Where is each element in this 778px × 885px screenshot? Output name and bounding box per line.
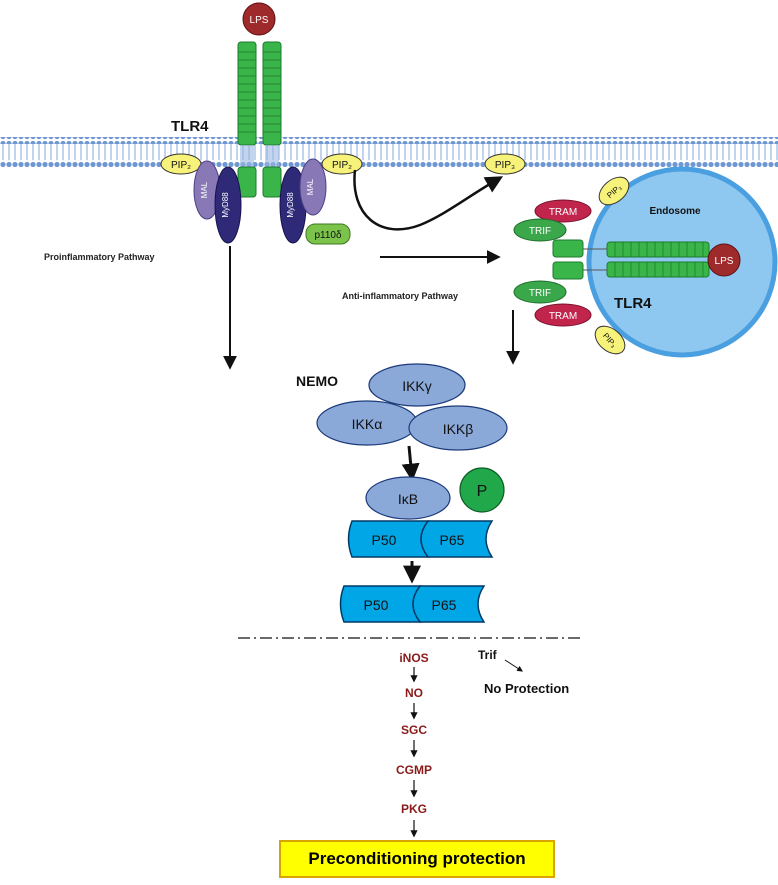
tlr4-label: TLR4 xyxy=(171,118,209,135)
preconditioning-protection-box: Preconditioning protection xyxy=(279,840,555,878)
pip3-bottom xyxy=(594,325,626,355)
ikk-beta-label: IKKβ xyxy=(443,421,474,437)
pip3-top xyxy=(598,176,630,206)
tlr4-receptor xyxy=(237,41,282,198)
myd88-right-label: MyD88 xyxy=(286,192,295,218)
no-protection-label: No Protection xyxy=(484,681,569,696)
antiinflammatory-label: Anti-inflammatory Pathway xyxy=(342,291,458,301)
sgc-label: SGC xyxy=(401,723,427,737)
mal-right xyxy=(299,158,327,216)
ikb-label: IκB xyxy=(398,491,418,507)
pip2-right xyxy=(321,153,363,175)
p65-1 xyxy=(420,520,494,558)
ikk-beta xyxy=(408,405,508,451)
cgmp-label: CGMP xyxy=(396,763,432,777)
pkg-label: PKG xyxy=(401,802,427,816)
p110-delta xyxy=(305,223,351,245)
pip2-right-label: PIP₂ xyxy=(332,160,352,171)
proinflammatory-label: Proinflammatory Pathway xyxy=(44,252,155,262)
pip2-to-pip3-arrow xyxy=(353,169,504,231)
trif-top xyxy=(513,218,567,242)
phosphate xyxy=(459,467,505,513)
pip3-product xyxy=(484,153,526,175)
nemo-label: NEMO xyxy=(296,373,338,389)
ikb xyxy=(365,476,451,520)
tram-bottom-label: TRAM xyxy=(549,311,577,322)
lps-endosome-label: LPS xyxy=(715,256,734,267)
pip3-product-label: PIP₃ xyxy=(495,160,515,171)
tlr4-endosome-label: TLR4 xyxy=(614,295,652,312)
lps-ligand xyxy=(242,2,276,36)
myd88-left xyxy=(214,166,242,244)
lps-label: LPS xyxy=(250,15,269,26)
ikk-gamma-label: IKKγ xyxy=(402,378,432,394)
trif-bottom-label: TRIF xyxy=(529,288,551,299)
cell-membrane xyxy=(0,137,778,167)
myd88-left-label: MyD88 xyxy=(221,192,230,218)
no-label: NO xyxy=(405,686,423,700)
lps-endosome xyxy=(707,243,741,277)
tram-top xyxy=(534,199,592,223)
tram-top-label: TRAM xyxy=(549,207,577,218)
ikk-to-ikb-arrow xyxy=(401,445,420,482)
trif-note-arrow xyxy=(504,659,524,672)
preconditioning-protection-label: Preconditioning protection xyxy=(308,849,526,868)
p65-2 xyxy=(412,585,486,623)
tram-bottom xyxy=(534,303,592,327)
p110-label: p110δ xyxy=(314,230,342,241)
ikk-gamma xyxy=(368,363,466,407)
ikk-alpha-label: IKKα xyxy=(352,416,383,432)
trif-note-label: Trif xyxy=(478,648,498,662)
p65-1-label: P65 xyxy=(440,532,465,548)
trif-top-label: TRIF xyxy=(529,226,551,237)
p50-1-label: P50 xyxy=(372,532,397,548)
p65-2-label: P65 xyxy=(432,597,457,613)
mal-left-label: MAL xyxy=(200,181,209,198)
endosome-label: Endosome xyxy=(649,206,701,217)
inos-label: iNOS xyxy=(399,651,428,665)
trif-bottom xyxy=(513,280,567,304)
p50-2-label: P50 xyxy=(364,597,389,613)
phosphate-label: P xyxy=(477,483,488,500)
pip2-left-label: PIP₂ xyxy=(171,160,191,171)
tlr4-endosome-receptor xyxy=(552,239,710,280)
mal-right-label: MAL xyxy=(306,178,315,195)
